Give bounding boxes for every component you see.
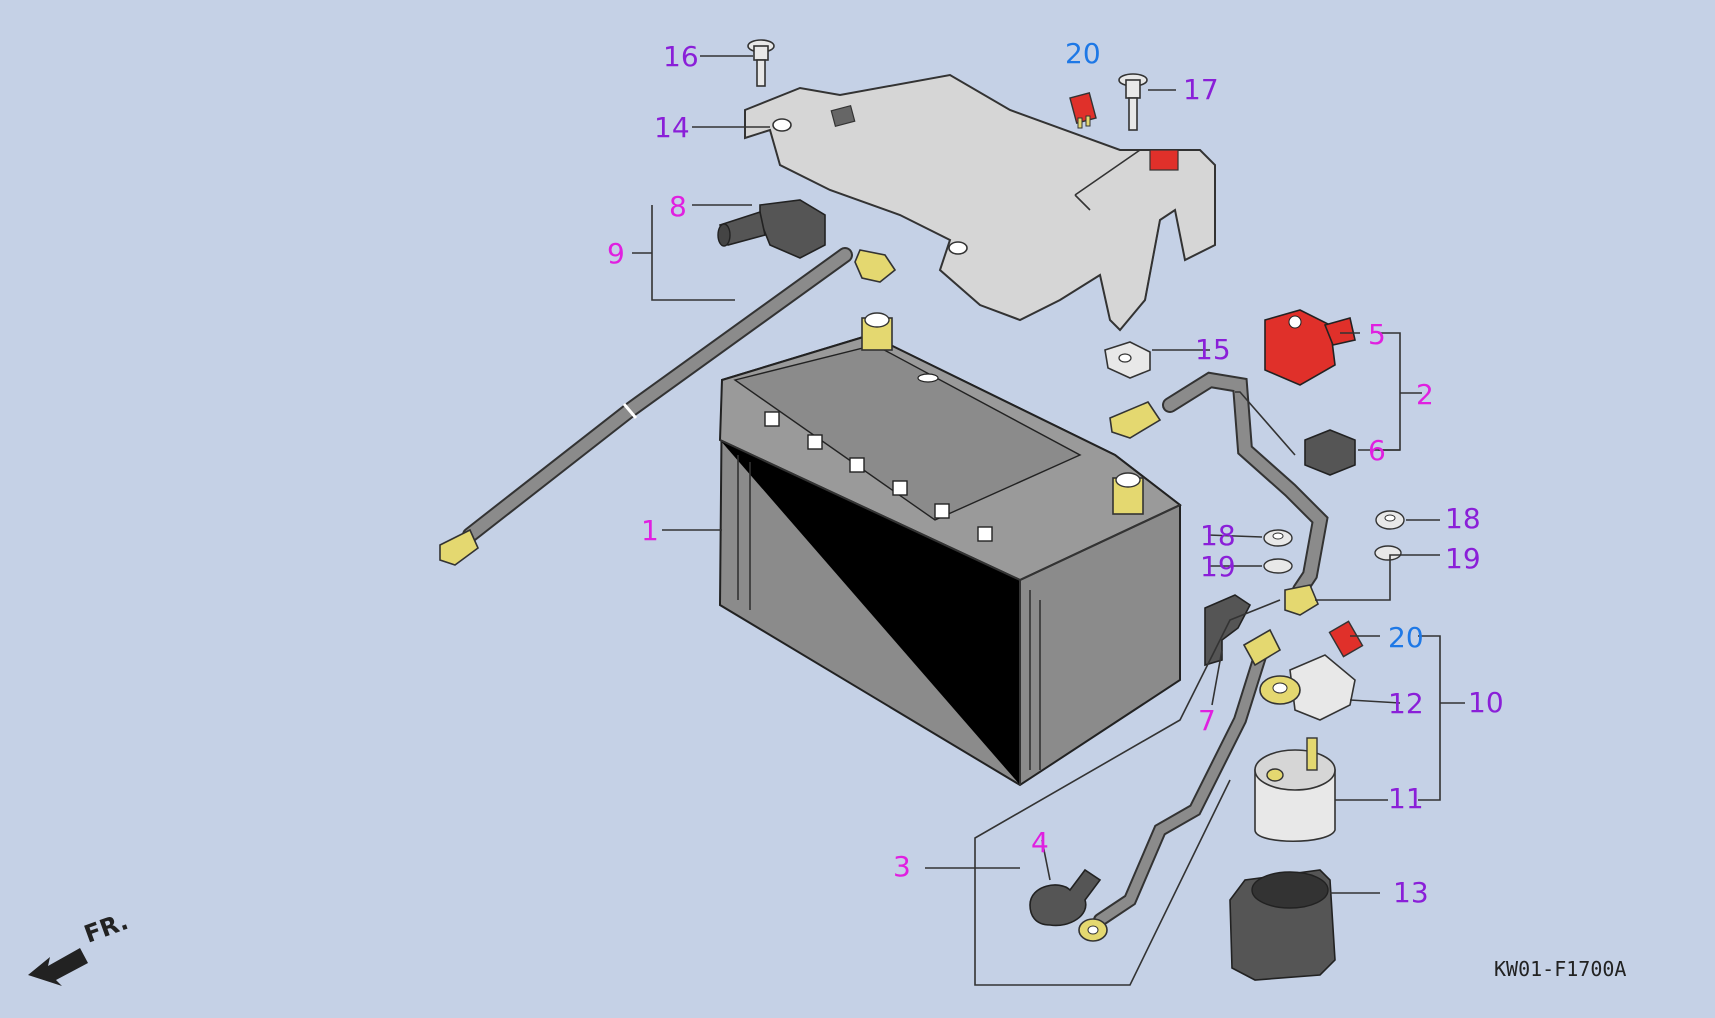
label-8: 8 (669, 190, 687, 223)
cable-2 (1109, 371, 1329, 616)
clip-15 (1104, 341, 1151, 379)
label-14: 14 (654, 111, 690, 144)
label-15: 15 (1195, 333, 1231, 366)
boot-4 (1029, 868, 1102, 927)
terminal-cover-8 (717, 199, 826, 259)
red-tab-icon (1149, 149, 1179, 171)
label-6: 6 (1368, 434, 1386, 467)
label-9: 9 (607, 237, 625, 270)
label-5: 5 (1368, 318, 1386, 351)
label-12: 12 (1388, 687, 1424, 720)
battery-terminal-positive (1112, 472, 1144, 515)
leader-lines (632, 55, 1465, 986)
fuse-20-top (1069, 91, 1097, 129)
label-7: 7 (1198, 704, 1216, 737)
label-19-left: 19 (1200, 550, 1236, 583)
battery-terminal-negative (861, 312, 893, 351)
label-11: 11 (1388, 782, 1424, 815)
label-1: 1 (641, 514, 659, 547)
relay-holder-12 (1259, 654, 1356, 721)
label-16: 16 (663, 40, 699, 73)
label-17: 17 (1183, 73, 1219, 106)
nut-18-left (1263, 529, 1293, 547)
label-19-right: 19 (1445, 542, 1481, 575)
label-2: 2 (1416, 378, 1434, 411)
label-4: 4 (1031, 826, 1049, 859)
label-10: 10 (1468, 686, 1504, 719)
cable-3 (1078, 628, 1282, 942)
label-13: 13 (1393, 876, 1429, 909)
bolt-17 (1118, 73, 1148, 131)
cable-9 (439, 247, 897, 566)
terminal-cover-5 (1264, 309, 1356, 386)
starter-relay-11 (1254, 737, 1336, 842)
label-18-right: 18 (1445, 502, 1481, 535)
drawing-code: KW01-F1700A (1494, 957, 1626, 981)
bolt-16 (747, 39, 775, 87)
label-3: 3 (893, 850, 911, 883)
battery-tray-bracket (744, 73, 1216, 332)
label-18-left: 18 (1200, 519, 1236, 552)
label-20-top: 20 (1065, 37, 1101, 70)
relay-cover-13 (1229, 869, 1336, 981)
battery-1 (718, 312, 1182, 787)
washer-19-left (1263, 558, 1293, 574)
terminal-cover-6 (1304, 429, 1356, 476)
nut-18-right (1375, 510, 1405, 530)
washer-19-right (1374, 545, 1402, 561)
fuse-20-lower (1328, 620, 1364, 658)
label-20-lower: 20 (1388, 621, 1424, 654)
part-labels: 1 2 3 4 5 6 7 8 9 10 11 12 13 14 15 16 1… (607, 37, 1504, 909)
